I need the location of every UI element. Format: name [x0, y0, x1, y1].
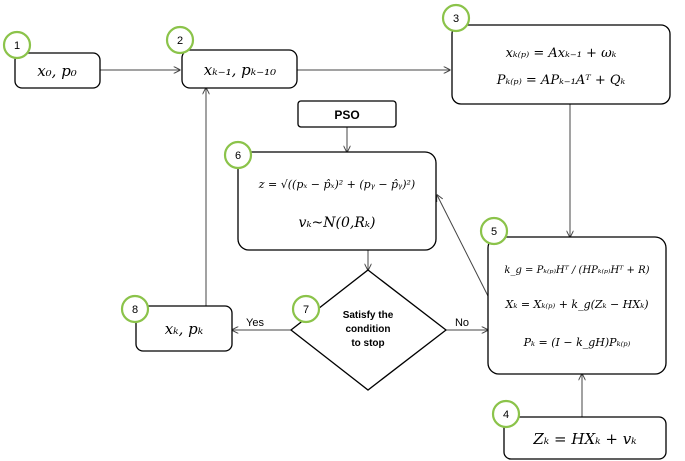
node-3: xₖ₍ₚ₎ = Axₖ₋₁ + ωₖ Pₖ₍ₚ₎ = APₖ₋₁Aᵀ + Qₖ … [441, 3, 671, 105]
node-7-badge: 7 [303, 304, 309, 316]
node-8-badge: 8 [132, 304, 138, 316]
node-6-badge: 6 [235, 150, 241, 162]
node-pso: PSO [297, 100, 397, 128]
node-4-badge: 4 [503, 409, 509, 421]
pso-label: PSO [334, 108, 359, 122]
node-8: xₖ, pₖ 8 [120, 294, 233, 352]
node-3-badge: 3 [453, 13, 459, 25]
node-3-line1: xₖ₍ₚ₎ = Axₖ₋₁ + ωₖ [506, 46, 617, 61]
node-6-line1: z = √((pₓ − p̂ₓ)² + (pᵧ − p̂ᵧ)²) [258, 178, 415, 191]
node-6-line2: vₖ~N(0,Rₖ) [299, 215, 376, 231]
yes-label: Yes [246, 317, 264, 329]
node-4-formula: Zₖ = HXₖ + vₖ [532, 430, 637, 448]
node-6: z = √((pₓ − p̂ₓ)² + (pᵧ − p̂ᵧ)²) vₖ~N(0,… [223, 140, 437, 251]
node-2: xₖ₋₁, pₖ₋₁₀ 2 [165, 25, 298, 89]
node-5-line3: Pₖ = (I − k_gH)Pₖ₍ₚ₎ [523, 336, 631, 349]
node-1: x₀, p₀ 1 [2, 30, 101, 89]
node-4: Zₖ = HXₖ + vₖ 4 [491, 399, 667, 460]
node-8-formula: xₖ, pₖ [165, 320, 204, 338]
edge-5-to-6 [437, 195, 491, 301]
node-7-line2: condition [346, 324, 391, 335]
node-1-formula: x₀, p₀ [37, 62, 77, 80]
no-label: No [455, 317, 469, 329]
node-2-formula: xₖ₋₁, pₖ₋₁₀ [204, 61, 276, 79]
node-5: k_g = Pₖ₍ₚ₎Hᵀ / (HPₖ₍ₚ₎Hᵀ + R) Xₖ = Xₖ₍ₚ… [479, 216, 667, 375]
node-2-badge: 2 [177, 35, 183, 47]
node-7-line1: Satisfy the [343, 310, 394, 321]
node-7: Satisfy the condition to stop 7 [289, 269, 448, 391]
node-5-line2: Xₖ = Xₖ₍ₚ₎ + k_g(Zₖ − HXₖ) [505, 298, 649, 311]
node-5-line1: k_g = Pₖ₍ₚ₎Hᵀ / (HPₖ₍ₚ₎Hᵀ + R) [504, 265, 649, 276]
node-7-line3: to stop [351, 338, 384, 349]
node-5-badge: 5 [491, 226, 497, 238]
node-1-badge: 1 [14, 40, 20, 52]
node-3-line2: Pₖ₍ₚ₎ = APₖ₋₁Aᵀ + Qₖ [496, 73, 626, 88]
